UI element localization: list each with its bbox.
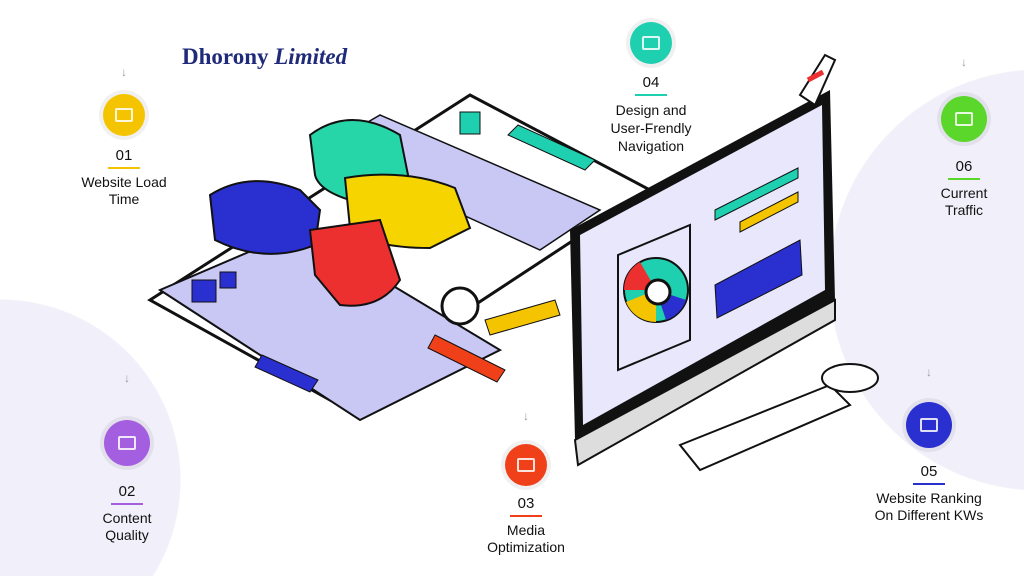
traffic-chart-icon [941,96,987,142]
item-number: 04 [642,74,660,91]
item-04: 04 Design and User-Frendly Navigation [571,22,731,155]
brand-logo: Dhorony Limited [182,44,347,70]
design-monitor-icon [630,22,672,64]
item-label: Current Traffic [940,185,988,218]
divider [913,483,945,485]
item-number: 05 [920,463,938,480]
item-label: Design and User-Frendly Navigation [610,102,692,154]
content-window-icon [104,420,150,466]
item-03: ↓ 03 Media Optimization [446,410,606,556]
down-arrow-icon: ↓ [926,365,932,379]
item-label: Content Quality [102,510,152,543]
brand-name: Dhorony [182,44,269,69]
item-number: 03 [517,495,535,512]
divider [635,94,667,96]
brand-suffix: Limited [274,44,348,69]
divider [108,167,140,169]
item-number: 01 [115,147,133,164]
item-02: ↓ 02 Content Quality [47,372,207,544]
item-label: Media Optimization [487,522,565,555]
item-label: Website Load Time [81,174,167,207]
down-arrow-icon: ↓ [124,371,130,385]
browser-speed-icon [103,94,145,136]
item-number: 02 [118,483,136,500]
ranking-icon [906,402,952,448]
item-label: Website Ranking On Different KWs [874,490,984,523]
item-number: 06 [955,158,973,175]
down-arrow-icon: ↓ [121,65,127,79]
media-icon [505,444,547,486]
divider [111,503,143,505]
item-05: ↓ 05 Website Ranking On Different KWs [864,366,994,524]
item-06: ↓ 06 Current Traffic [909,56,1019,219]
down-arrow-icon: ↓ [523,409,529,423]
down-arrow-icon: ↓ [961,55,967,69]
divider [510,515,542,517]
divider [948,178,980,180]
item-01: ↓ 01 Website Load Time [44,66,204,208]
